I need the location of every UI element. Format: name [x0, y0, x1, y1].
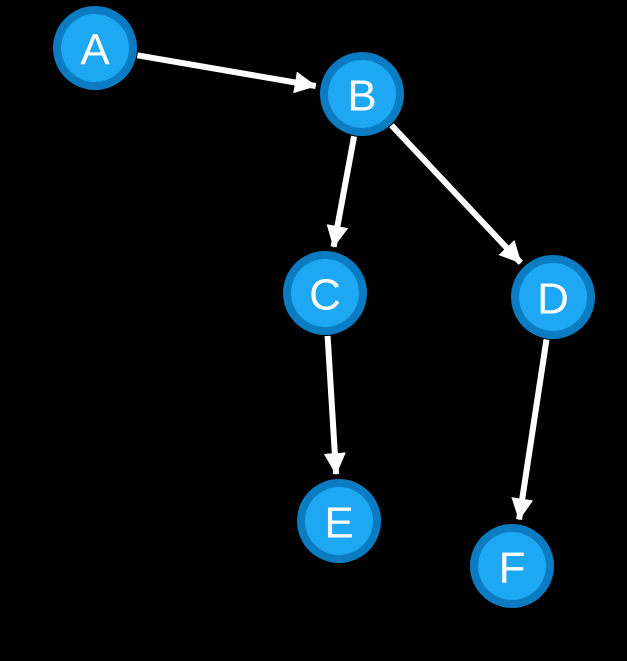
node-body — [305, 487, 373, 555]
graph-edge-D-F — [511, 339, 550, 521]
graph-node-F[interactable]: F — [470, 524, 554, 608]
graph-edge-B-D — [389, 123, 523, 265]
graph-node-E[interactable]: E — [297, 479, 381, 563]
nodes-layer: A B C D E F — [53, 6, 595, 608]
graph-edge-B-C — [326, 135, 358, 248]
graph-node-B[interactable]: B — [320, 52, 404, 136]
graph-edge-A-B — [136, 52, 317, 94]
edges-layer — [136, 52, 550, 521]
node-body — [519, 263, 587, 331]
graph-node-A[interactable]: A — [53, 6, 137, 90]
graph-node-D[interactable]: D — [511, 255, 595, 339]
node-body — [478, 532, 546, 600]
node-body — [291, 259, 359, 327]
graph-edge-C-E — [323, 335, 346, 476]
graph-node-C[interactable]: C — [283, 251, 367, 335]
node-body — [328, 60, 396, 128]
node-body — [61, 14, 129, 82]
